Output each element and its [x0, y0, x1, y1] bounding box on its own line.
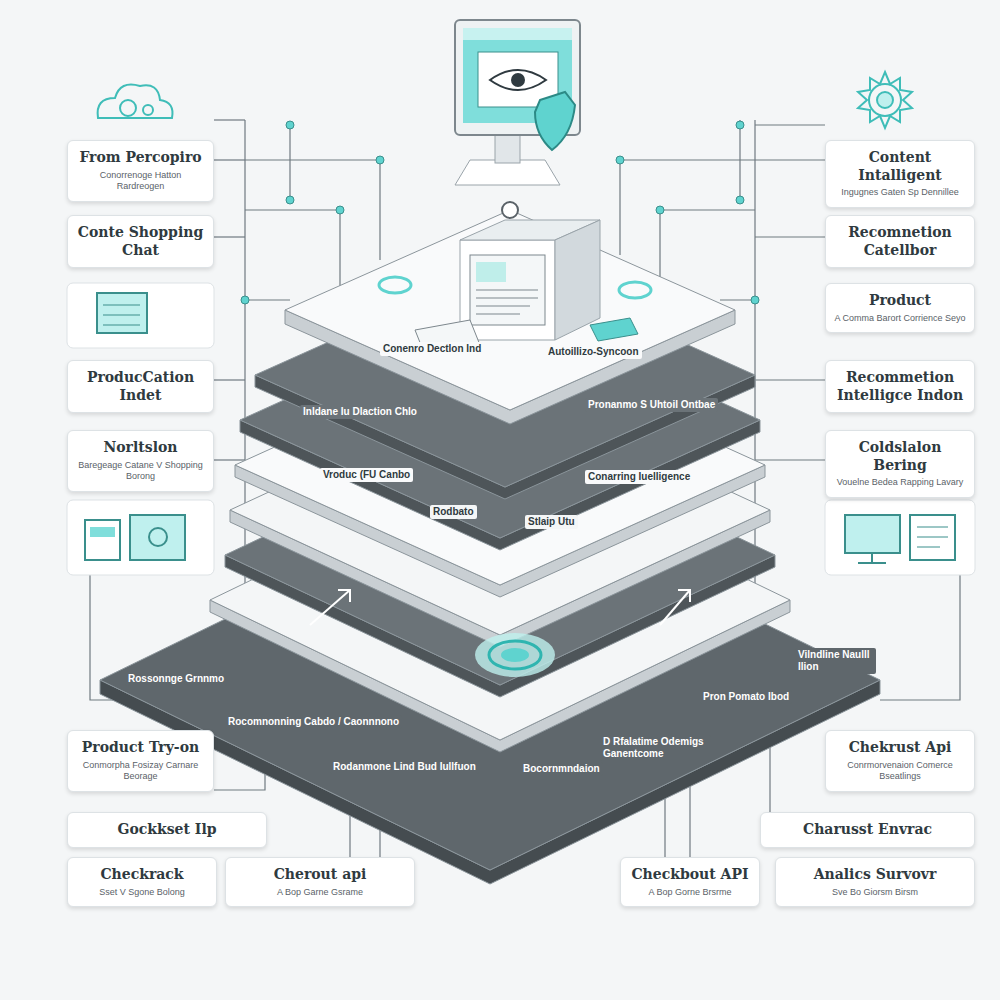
card-title: Analics Survovr: [784, 866, 966, 884]
sun-icon: [858, 72, 912, 128]
card-title: Checkbout API: [629, 866, 751, 884]
card-title: Coldslalon Bering: [834, 439, 966, 474]
feature-card: Conte Shopping Chat: [67, 215, 214, 268]
feature-card: Analics SurvovrSve Bo Giorsm Birsm: [775, 857, 975, 907]
feature-card: ProducCation Indet: [67, 360, 214, 413]
feature-card: Cherout api A Bop Garne Gsrame: [225, 857, 415, 907]
feature-card: Chekrust ApiConrmorvenaion Comerce Bseat…: [825, 730, 975, 792]
feature-card: Gockkset Ilp: [67, 812, 267, 848]
card-title: Recomnetion Catellbor: [834, 224, 966, 259]
feature-card: NorltslonBaregeage Catane V Shopping Bor…: [67, 430, 214, 492]
feature-card: Checkbout API A Bop Gorne Brsrme: [620, 857, 760, 907]
card-title: ProducCation Indet: [76, 369, 205, 404]
layer-label: Rodanmone Lind Bud Iullfuon: [330, 760, 479, 774]
card-subtitle: Baregeage Catane V Shopping Borong: [76, 460, 205, 483]
layer-label: Conarring Iuelligence: [585, 470, 693, 484]
layer-label: D Rfalatime Odemigs Ganentcome: [600, 735, 711, 761]
feature-card: CheckrackSset V Sgone Bolong: [67, 857, 217, 907]
card-title: Content Intalligent: [834, 149, 966, 184]
layer-label: Conenro Dectlon Ind: [380, 342, 484, 356]
layer-label: Pronanmo S Uhtoil Ontbae: [585, 398, 718, 412]
server-box: [379, 220, 651, 355]
card-subtitle: Ingugnes Gaten Sp Dennillee: [834, 187, 966, 199]
card-title: From Percopiro: [76, 149, 205, 167]
card-subtitle: Conorrenoge Hatton Rardreogen: [76, 170, 205, 193]
card-subtitle: A Bop Garne Gsrame: [234, 887, 406, 899]
layer-label: Inldane Iu Dlaction Chlo: [300, 405, 420, 419]
card-subtitle: Conmorpha Fosizay Carnare Beorage: [76, 760, 205, 783]
layer-slabs: [100, 210, 880, 884]
card-subtitle: Vouelne Bedea Rapping Lavary: [834, 477, 966, 489]
card-title: Norltslon: [76, 439, 205, 457]
layer-label: Vroduc (FU Canbo: [320, 468, 413, 482]
glow-disc: [475, 633, 555, 677]
feature-card: Coldslalon BeringVouelne Bedea Rapping L…: [825, 430, 975, 498]
card-subtitle: Sset V Sgone Bolong: [76, 887, 208, 899]
feature-card: Recomnetion Catellbor: [825, 215, 975, 268]
layer-label: Bocornmndaion: [520, 762, 603, 776]
feature-card: Product Try-onConmorpha Fosizay Carnare …: [67, 730, 214, 792]
card-title: Product Try-on: [76, 739, 205, 757]
layer-label: Vilndline Naulll Ilion: [795, 648, 876, 674]
feature-card: From PercopiroConorrenoge Hatton Rardreo…: [67, 140, 214, 202]
card-subtitle: A Bop Gorne Brsrme: [629, 887, 751, 899]
layer-label: Autoillizo-Syncoon: [545, 345, 642, 359]
feature-card: Content IntalligentIngugnes Gaten Sp Den…: [825, 140, 975, 208]
card-title: Recommetion Intelligce Indon: [834, 369, 966, 404]
card-title: Charusst Envrac: [769, 821, 966, 839]
cloud-icon: [98, 85, 173, 119]
card-subtitle: Conrmorvenaion Comerce Bseatlings: [834, 760, 966, 783]
layer-arrows: [310, 590, 690, 625]
card-title: Product: [834, 292, 966, 310]
feature-card: Charusst Envrac: [760, 812, 975, 848]
layer-label: Stlaip Utu: [525, 515, 578, 529]
card-title: Cherout api: [234, 866, 406, 884]
card-title: Chekrust Api: [834, 739, 966, 757]
layer-label: Rocomnonning Cabdo / Caonnnono: [225, 715, 402, 729]
layer-label: Pron Pomato Ibod: [700, 690, 792, 704]
card-title: Checkrack: [76, 866, 208, 884]
layer-label: Rodbato: [430, 505, 477, 519]
feature-card: Recommetion Intelligce Indon: [825, 360, 975, 413]
card-subtitle: A Comma Barort Corrience Seyo: [834, 313, 966, 325]
monitor: [455, 20, 580, 218]
layer-label: Rossonnge Grnnmo: [125, 672, 227, 686]
card-title: Conte Shopping Chat: [76, 224, 205, 259]
slab-face: [285, 210, 735, 410]
icon-card: [67, 283, 975, 575]
feature-card: Product A Comma Barort Corrience Seyo: [825, 283, 975, 333]
card-subtitle: Sve Bo Giorsm Birsm: [784, 887, 966, 899]
card-title: Gockkset Ilp: [76, 821, 258, 839]
